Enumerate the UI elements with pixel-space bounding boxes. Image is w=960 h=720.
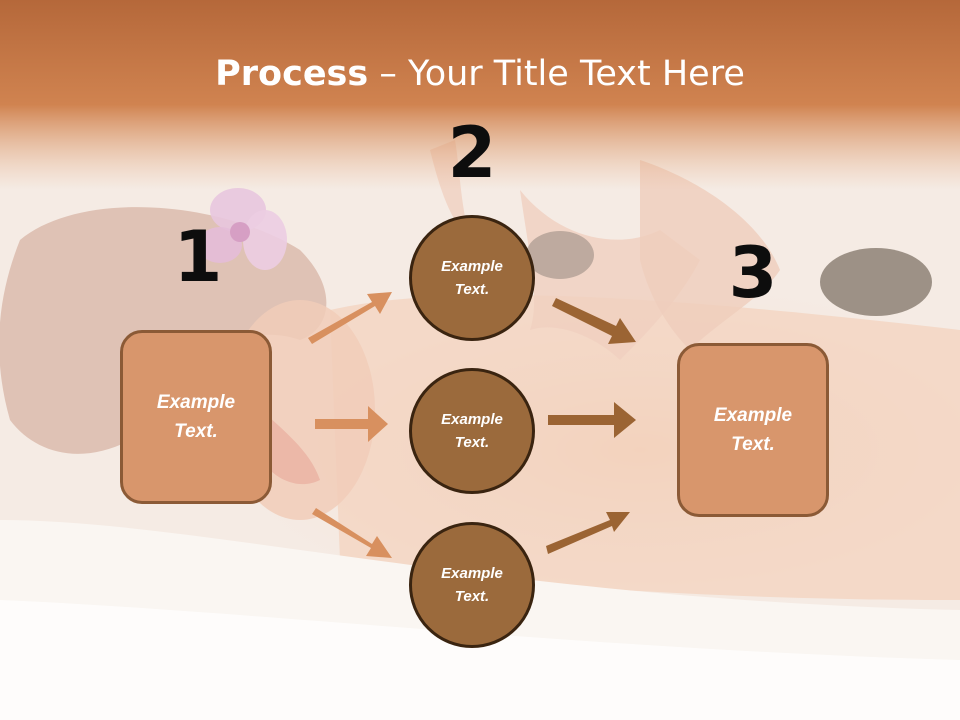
step-number-3: 3 — [728, 232, 778, 314]
step-number-2: 2 — [447, 112, 497, 194]
arrow-1-to-circle-top — [308, 292, 392, 344]
title-bold: Process — [215, 54, 369, 94]
arrow-circle-bottom-to-3 — [546, 512, 630, 554]
circle-top: Example Text. — [409, 215, 535, 341]
circle-top-text: Example Text. — [441, 258, 503, 298]
circle-bottom-text: Example Text. — [441, 565, 503, 605]
step-1-text: Example Text. — [156, 392, 236, 442]
arrow-1-to-circle-bottom — [312, 508, 392, 558]
arrow-circle-middle-to-3 — [548, 402, 636, 438]
title-rest: – Your Title Text Here — [368, 54, 745, 94]
step-number-1: 1 — [173, 216, 223, 298]
step-3-text: Example Text. — [713, 405, 793, 455]
step-1-box: Example Text. — [120, 330, 272, 504]
circle-bottom: Example Text. — [409, 522, 535, 648]
circle-middle-text: Example Text. — [441, 411, 503, 451]
slide-title: Process – Your Title Text Here — [0, 52, 960, 96]
arrow-1-to-circle-middle — [315, 406, 388, 442]
circle-middle: Example Text. — [409, 368, 535, 494]
step-3-box: Example Text. — [677, 343, 829, 517]
arrow-circle-top-to-3 — [552, 298, 636, 344]
